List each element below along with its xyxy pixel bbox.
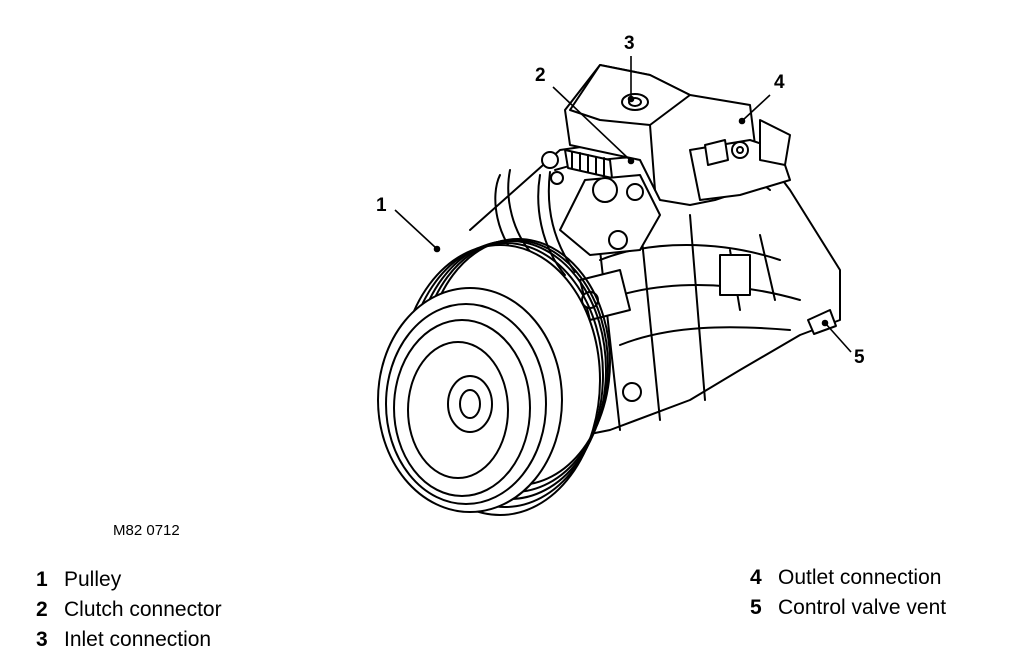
legend-label: Control valve vent: [778, 596, 947, 619]
legend-number: 3: [36, 628, 48, 651]
callout-3: 3: [624, 33, 635, 54]
legend-item: 1 Pulley: [36, 565, 222, 595]
legend-label: Inlet connection: [64, 628, 212, 651]
legend-label: Pulley: [64, 568, 122, 591]
legend-item: 2 Clutch connector: [36, 595, 222, 625]
callout-4: 4: [774, 72, 785, 93]
legend-item: 3 Inlet connection: [36, 625, 222, 655]
legend-right: 4 Outlet connection 5 Control valve vent: [750, 563, 946, 623]
legend-number: 2: [36, 598, 48, 621]
callout-1: 1: [376, 195, 387, 216]
legend-number: 5: [750, 596, 762, 619]
leader-line-5: [825, 323, 852, 353]
outlet-port: [731, 141, 749, 159]
legend-number: 4: [750, 566, 762, 589]
legend-label: Clutch connector: [64, 598, 222, 621]
clutch-connector: [494, 149, 661, 402]
legend-left: 1 Pulley 2 Clutch connector 3 Inlet conn…: [36, 565, 222, 655]
callout-2: 2: [535, 65, 546, 86]
manifold-block: [564, 64, 791, 206]
legend-item: 5 Control valve vent: [750, 593, 946, 623]
inlet-port: [621, 93, 649, 111]
pulley: [377, 238, 611, 516]
leader-line-2: [552, 86, 631, 161]
leader-line-1: [394, 209, 437, 249]
legend-label: Outlet connection: [778, 566, 942, 589]
legend-item: 4 Outlet connection: [750, 563, 946, 593]
leader-line-4: [742, 94, 771, 121]
figure-reference: M82 0712: [113, 522, 180, 539]
callout-5: 5: [854, 347, 865, 368]
legend-number: 1: [36, 568, 48, 591]
